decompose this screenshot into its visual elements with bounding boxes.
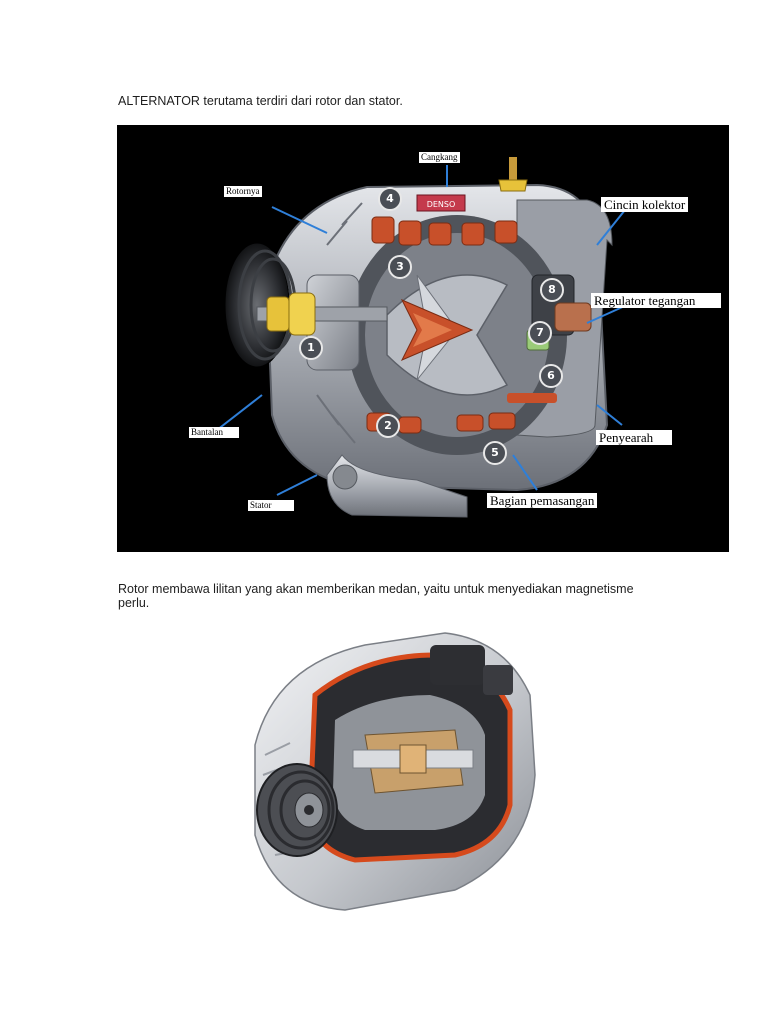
alternator-cutaway-figure bbox=[235, 625, 545, 915]
label-cincin-kolektor: Cincin kolektor bbox=[601, 197, 689, 212]
part-number-2: 2 bbox=[376, 414, 400, 438]
alternator-exploded-figure: DENSO Cangkang Rotornya Cincin kolektor … bbox=[117, 125, 729, 552]
part-number-6: 6 bbox=[539, 364, 563, 388]
label-regulator-tegangan: Regulator tegangan bbox=[591, 293, 721, 308]
label-bagian-pemasangan: Bagian pemasangan bbox=[487, 493, 598, 508]
rotor-paragraph-line-1: Rotor membawa lilitan yang akan memberik… bbox=[118, 582, 634, 596]
label-cangkang: Cangkang bbox=[419, 152, 460, 163]
part-number-3: 3 bbox=[388, 255, 412, 279]
alternator-cutaway-illustration bbox=[254, 632, 536, 911]
part-number-8: 8 bbox=[540, 278, 564, 302]
label-rotornya: Rotornya bbox=[224, 186, 262, 197]
intro-paragraph: ALTERNATOR terutama terdiri dari rotor d… bbox=[118, 94, 403, 108]
alternator-illustration: DENSO bbox=[216, 157, 628, 518]
part-number-7: 7 bbox=[528, 321, 552, 345]
rotor-paragraph: Rotor membawa lilitan yang akan memberik… bbox=[118, 582, 678, 610]
brand-plate-text: DENSO bbox=[427, 200, 456, 209]
rotor-paragraph-line-2: perlu. bbox=[118, 596, 150, 610]
label-stator: Stator bbox=[248, 500, 294, 511]
label-bantalan: Bantalan bbox=[189, 427, 239, 438]
part-number-4: 4 bbox=[378, 187, 402, 211]
part-number-5: 5 bbox=[483, 441, 507, 465]
label-penyearah: Penyearah bbox=[596, 430, 672, 445]
part-number-1: 1 bbox=[299, 336, 323, 360]
